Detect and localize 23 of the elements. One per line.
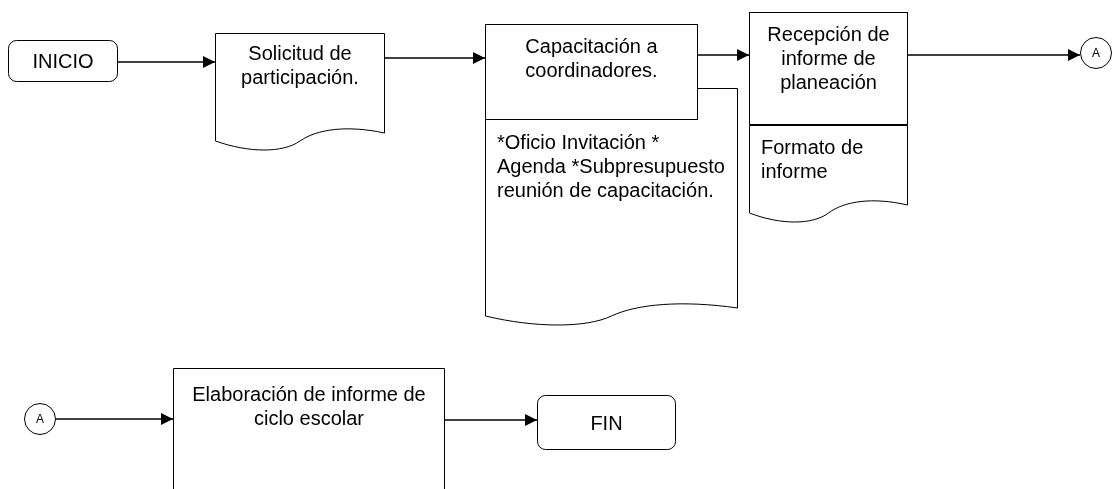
terminal-box xyxy=(8,40,118,82)
arrow xyxy=(384,52,486,64)
node-label: *Oficio Invitación * Agenda *Subpresupuesto reunión de capacitación. xyxy=(497,130,726,202)
arrow xyxy=(55,413,174,425)
arrow xyxy=(907,49,1081,61)
node-label: Solicitud de participación. xyxy=(240,41,360,89)
node-label: A xyxy=(1092,45,1100,61)
terminal-box xyxy=(537,395,676,450)
node-label: A xyxy=(36,411,44,427)
node-label: Capacitación a coordinadores. xyxy=(524,34,659,82)
arrow xyxy=(444,414,538,426)
process-box xyxy=(485,24,698,120)
process-box xyxy=(749,12,908,125)
node-label: Elaboración de informe de ciclo escolar xyxy=(191,382,427,430)
connector-circle xyxy=(1080,37,1112,69)
process-box xyxy=(173,368,445,489)
node-label: INICIO xyxy=(32,49,94,73)
connector-circle xyxy=(24,403,56,435)
arrow xyxy=(697,49,750,61)
node-label: FIN xyxy=(590,410,623,435)
arrow xyxy=(117,56,216,68)
node-label: Formato de informe xyxy=(761,135,865,183)
node-label: Recepción de informe de planeación xyxy=(766,22,891,94)
